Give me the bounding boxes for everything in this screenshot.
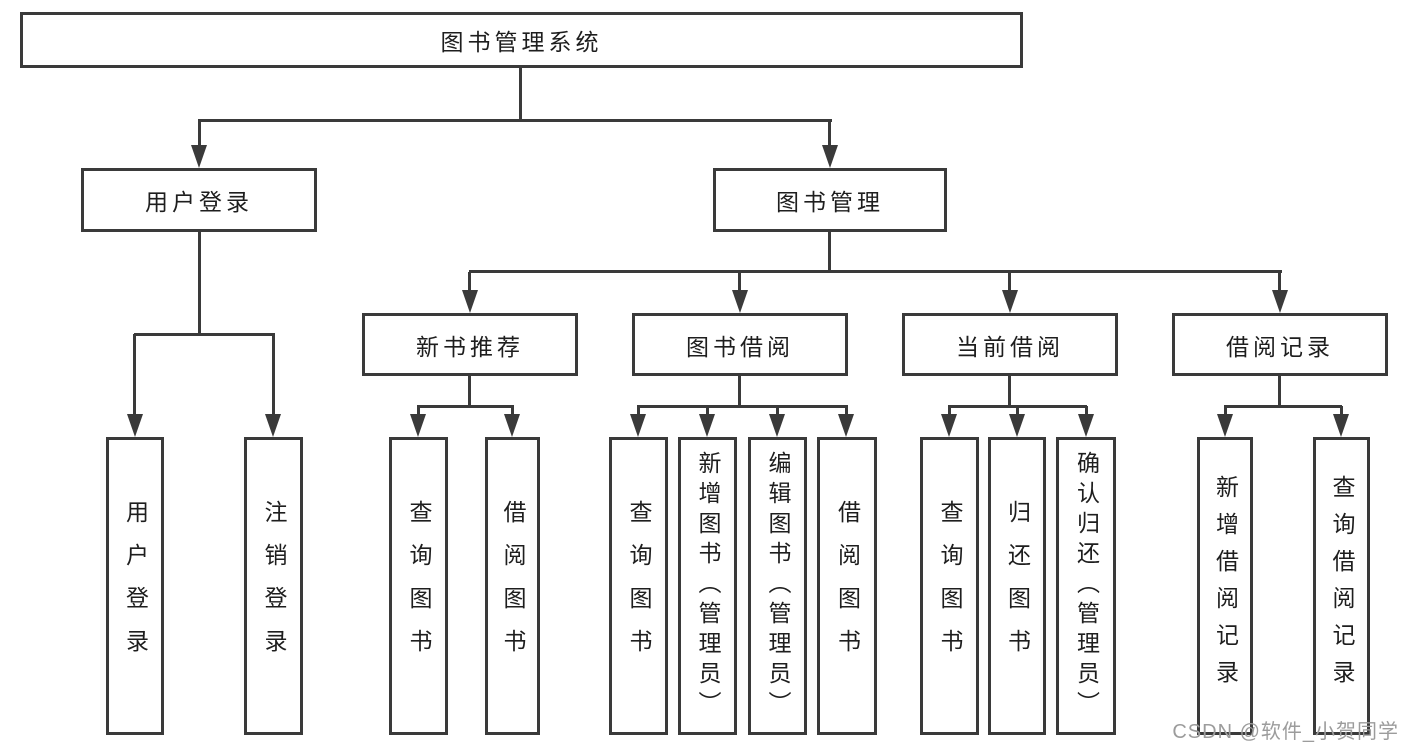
node-current-borrow: 当前借阅	[902, 313, 1118, 376]
connector-line	[468, 376, 471, 408]
arrowhead-icon	[1333, 414, 1349, 437]
arrowhead-icon	[1217, 414, 1233, 437]
leaf-query-books-3: 查询图书	[920, 437, 979, 735]
connector-line	[1224, 405, 1342, 408]
leaf-return-book: 归还图书	[988, 437, 1046, 735]
leaf-borrow-books-1: 借阅图书	[485, 437, 540, 735]
node-borrow-records-label: 借阅记录	[1226, 333, 1334, 360]
leaf-query-books-1: 查询图书	[389, 437, 448, 735]
connector-line	[706, 406, 709, 418]
node-book-management: 图书管理	[713, 168, 947, 232]
node-book-borrow: 图书借阅	[632, 313, 848, 376]
connector-line	[845, 406, 848, 418]
arrowhead-icon	[410, 414, 426, 437]
connector-line	[738, 376, 741, 408]
connector-line	[1278, 272, 1281, 294]
leaf-confirm-return-admin: 确认归还（管理员）	[1056, 437, 1116, 735]
connector-line	[1340, 406, 1343, 418]
node-user-login-label: 用户登录	[145, 189, 253, 215]
leaf-add-book-admin: 新增图书（管理员）	[678, 437, 737, 735]
arrowhead-icon	[822, 145, 838, 168]
connector-line	[468, 272, 471, 294]
leaf-query-books-2: 查询图书	[609, 437, 668, 735]
connector-line	[1278, 376, 1281, 408]
leaf-query-borrow-record: 查询借阅记录	[1313, 437, 1370, 735]
node-user-login: 用户登录	[81, 168, 317, 232]
connector-line	[1224, 406, 1227, 418]
connector-line	[828, 232, 831, 273]
connector-line	[417, 406, 420, 418]
leaf-query-borrow-record-label: 查询借阅记录	[1329, 475, 1355, 697]
connector-line	[776, 406, 779, 418]
connector-line	[1008, 272, 1011, 294]
leaf-add-borrow-record: 新增借阅记录	[1197, 437, 1253, 735]
connector-line	[469, 270, 1282, 273]
connector-line	[511, 406, 514, 418]
node-library-system-label: 图书管理系统	[440, 29, 603, 55]
connector-line	[1008, 376, 1011, 408]
node-book-borrow-label: 图书借阅	[686, 333, 794, 360]
leaf-query-books-1-label: 查询图书	[406, 500, 432, 672]
arrowhead-icon	[699, 414, 715, 437]
leaf-logout-label: 注销登录	[261, 500, 287, 672]
connector-line	[519, 68, 522, 122]
arrowhead-icon	[769, 414, 785, 437]
arrowhead-icon	[462, 290, 478, 313]
arrowhead-icon	[1272, 290, 1288, 313]
leaf-borrow-books-2: 借阅图书	[817, 437, 877, 735]
connector-line	[417, 405, 514, 408]
arrowhead-icon	[838, 414, 854, 437]
leaf-add-borrow-record-label: 新增借阅记录	[1212, 475, 1239, 697]
leaf-add-book-admin-label: 新增图书（管理员）	[695, 451, 721, 721]
connector-line	[1016, 406, 1019, 418]
arrowhead-icon	[732, 290, 748, 313]
leaf-borrow-books-1-label: 借阅图书	[500, 500, 526, 672]
node-book-management-label: 图书管理	[776, 189, 884, 215]
leaf-borrow-books-2-label: 借阅图书	[834, 500, 861, 672]
node-new-book-recommend-label: 新书推荐	[416, 333, 524, 360]
leaf-logout: 注销登录	[244, 437, 303, 735]
node-borrow-records: 借阅记录	[1172, 313, 1388, 376]
connector-line	[272, 334, 275, 416]
connector-line	[828, 120, 831, 148]
connector-line	[1085, 406, 1088, 418]
leaf-return-book-label: 归还图书	[1004, 500, 1031, 672]
connector-line	[133, 334, 136, 416]
leaf-edit-book-admin: 编辑图书（管理员）	[748, 437, 807, 735]
connector-line	[198, 119, 832, 122]
arrowhead-icon	[1009, 414, 1025, 437]
connector-line	[637, 405, 848, 408]
node-current-borrow-label: 当前借阅	[956, 333, 1064, 360]
arrowhead-icon	[265, 414, 281, 437]
connector-line	[134, 333, 275, 336]
leaf-query-books-2-label: 查询图书	[626, 500, 652, 672]
arrowhead-icon	[127, 414, 143, 437]
leaf-user-login: 用户登录	[106, 437, 164, 735]
connector-line	[637, 406, 640, 418]
leaf-confirm-return-admin-label: 确认归还（管理员）	[1073, 451, 1100, 721]
leaf-query-books-3-label: 查询图书	[937, 500, 963, 672]
arrowhead-icon	[191, 145, 207, 168]
node-new-book-recommend: 新书推荐	[362, 313, 578, 376]
leaf-edit-book-admin-label: 编辑图书（管理员）	[765, 451, 791, 721]
leaf-user-login-label: 用户登录	[122, 500, 149, 672]
watermark-text: CSDN @软件_小贺同学	[1172, 721, 1399, 743]
node-library-system: 图书管理系统	[20, 12, 1023, 68]
connector-line	[198, 120, 201, 148]
connector-line	[738, 272, 741, 294]
arrowhead-icon	[630, 414, 646, 437]
arrowhead-icon	[1078, 414, 1094, 437]
connector-line	[198, 232, 201, 336]
arrowhead-icon	[504, 414, 520, 437]
arrowhead-icon	[941, 414, 957, 437]
arrowhead-icon	[1002, 290, 1018, 313]
connector-line	[948, 406, 951, 418]
